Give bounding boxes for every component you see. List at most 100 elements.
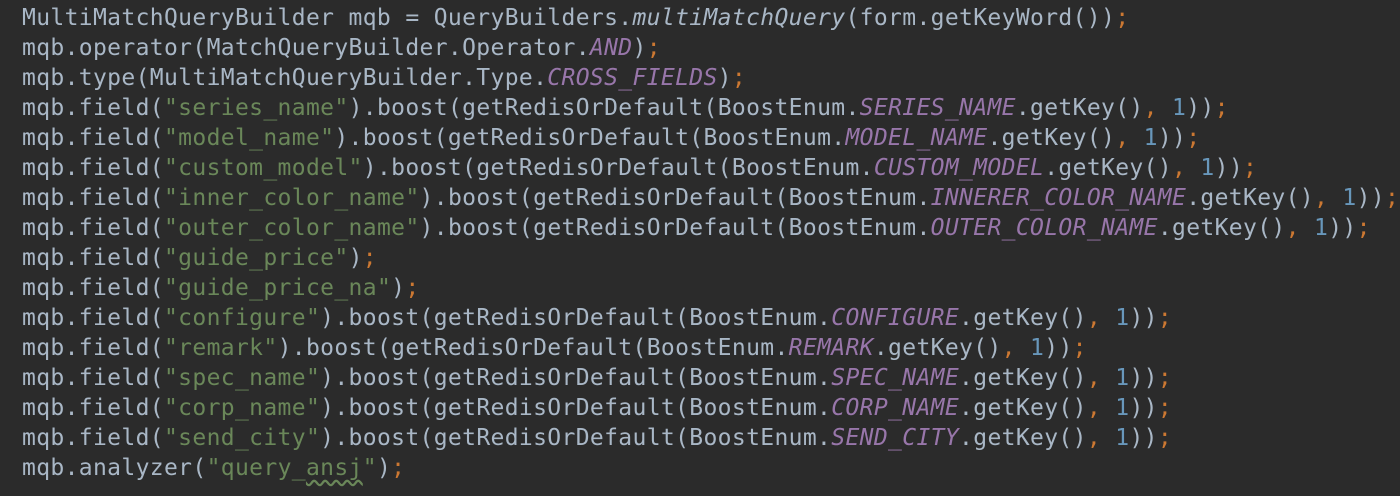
code-line[interactable]: mqb.field("remark").boost(getRedisOrDefa… [22,333,1400,363]
code-line[interactable]: mqb.type(MultiMatchQueryBuilder.Type.CRO… [22,63,1400,93]
code-token: "send_city" [163,425,321,451]
code-token: SPEC_NAME [831,365,960,391]
code-token: ; [1157,395,1173,421]
code-token: 1 [1115,365,1130,391]
code-token: MODEL_NAME [845,125,988,151]
code-token: ).boost(getRedisOrDefault(BoostEnum. [419,185,931,211]
code-token: ).boost(getRedisOrDefault(BoostEnum. [320,425,832,451]
code-token: MultiMatchQueryBuilder mqb = QueryBuilde… [22,5,633,31]
code-token: ).boost(getRedisOrDefault(BoostEnum. [419,215,931,241]
code-line[interactable]: mqb.field("outer_color_name").boost(getR… [22,213,1400,243]
code-token: CUSTOM_MODEL [873,155,1045,181]
code-token: ; [1214,95,1229,121]
code-token: )) [1328,215,1357,241]
code-token: )) [1044,335,1073,361]
code-token: , [1115,125,1144,151]
code-token: .getKey() [1157,215,1286,241]
code-token: CONFIGURE [831,305,960,331]
code-token: mqb.field( [22,125,164,151]
code-token: mqb.field( [22,425,164,451]
code-token: mqb.field( [22,335,164,361]
code-token: ; [1356,215,1371,241]
code-token: SERIES_NAME [859,95,1016,121]
code-token: )) [1157,125,1187,151]
code-token: mqb.field( [22,365,164,391]
code-line[interactable]: mqb.field("series_name").boost(getRedisO… [22,93,1400,123]
code-token: , [1086,425,1116,451]
code-token: "query_ [206,455,306,481]
code-line[interactable]: mqb.field("configure").boost(getRedisOrD… [22,303,1400,333]
code-token: , [1314,185,1343,211]
code-token: .getKey() [959,305,1087,331]
code-token: , [1086,395,1116,421]
code-token: .getKey() [959,425,1087,451]
code-token: ).boost(getRedisOrDefault(BoostEnum. [362,155,874,181]
code-line[interactable]: mqb.field("send_city").boost(getRedisOrD… [22,423,1400,453]
code-token: , [1143,95,1173,121]
code-token: ; [1072,335,1087,361]
code-token: ).boost(getRedisOrDefault(BoostEnum. [334,125,846,151]
code-token: "configure" [163,305,321,331]
code-token: ; [1385,185,1400,211]
code-token: REMARK [788,335,874,361]
code-token: .getKey() [987,125,1116,151]
code-token: CORP_NAME [831,395,960,421]
code-token: ).boost(getRedisOrDefault(BoostEnum. [320,395,832,421]
code-token: SEND_CITY [831,425,960,451]
code-line[interactable]: mqb.field("corp_name").boost(getRedisOrD… [22,393,1400,423]
code-token: AND [589,35,633,61]
code-token: .getKey() [1044,155,1173,181]
code-line[interactable]: mqb.field("inner_color_name").boost(getR… [22,183,1400,213]
code-token: mqb.type(MultiMatchQueryBuilder.Type. [22,65,548,91]
code-token: ; [1243,155,1258,181]
code-line[interactable]: mqb.operator(MatchQueryBuilder.Operator.… [22,33,1400,63]
code-line[interactable]: MultiMatchQueryBuilder mqb = QueryBuilde… [22,3,1400,33]
code-token: 1 [1115,425,1130,451]
code-token: )) [1356,185,1386,211]
code-token: ).boost(getRedisOrDefault(BoostEnum. [348,95,860,121]
code-line[interactable]: mqb.field("spec_name").boost(getRedisOrD… [22,363,1400,393]
code-token: , [1172,155,1201,181]
code-token: "remark" [163,335,278,361]
code-token: )) [1129,425,1158,451]
code-token: )) [1214,155,1244,181]
code-token: ; [405,275,420,301]
code-token: " [362,455,377,481]
code-line[interactable]: mqb.field("model_name").boost(getRedisOr… [22,123,1400,153]
code-token: 1 [1200,155,1215,181]
code-token: mqb.field( [22,275,164,301]
code-token: mqb.field( [22,95,164,121]
code-token: INNERER_COLOR_NAME [930,185,1187,211]
code-token: 1 [1143,125,1158,151]
code-token: ) [717,65,732,91]
code-token: , [1285,215,1314,241]
code-token: mqb.field( [22,245,164,271]
code-line[interactable]: mqb.field("custom_model").boost(getRedis… [22,153,1400,183]
code-token: mqb.field( [22,305,164,331]
code-token: .getKey() [959,395,1087,421]
code-token: "custom_model" [163,155,363,181]
code-token: "spec_name" [163,365,321,391]
code-line[interactable]: mqb.analyzer("query_ansj"); [22,453,1400,483]
code-token: )) [1129,305,1158,331]
code-token: .getKey() [1186,185,1314,211]
code-token: ; [391,455,406,481]
code-token: ; [1186,125,1201,151]
code-token: .getKey() [1015,95,1144,121]
code-token: OUTER_COLOR_NAME [930,215,1158,241]
code-token: ) [348,245,363,271]
code-line[interactable]: mqb.field("guide_price"); [22,243,1400,273]
code-line[interactable]: mqb.field("guide_price_na"); [22,273,1400,303]
code-token: 1 [1172,95,1187,121]
code-token: )) [1186,95,1215,121]
code-token: , [1086,365,1116,391]
code-token: )) [1129,395,1158,421]
code-token: "inner_color_name" [163,185,420,211]
code-token: mqb.field( [22,185,164,211]
code-token: "guide_price" [163,245,349,271]
code-token: CROSS_FIELDS [547,65,718,91]
code-token: (form.getKeyWord()) [845,5,1116,31]
code-token: mqb.field( [22,215,164,241]
code-token: ) [391,275,406,301]
